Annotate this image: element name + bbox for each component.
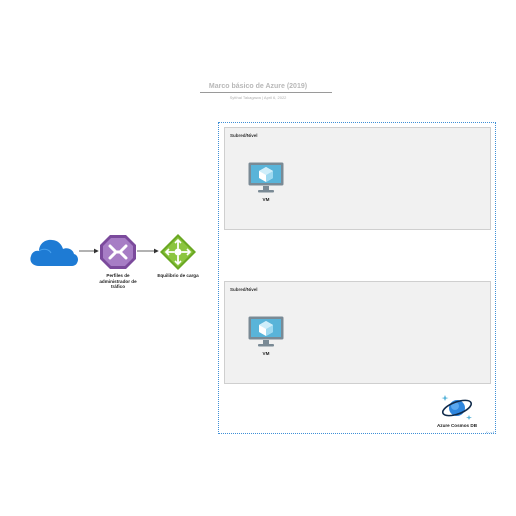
traffic-manager-label: Perfiles de administrador de tráfico <box>88 273 148 290</box>
vnet-icon: ‹···› <box>486 430 495 436</box>
load-balancer-icon <box>160 234 196 270</box>
label-line: administrador de <box>99 278 137 284</box>
title-divider <box>200 92 332 93</box>
subnet-label: Subred/Nivel <box>230 287 258 292</box>
virtual-network-boundary <box>218 122 496 434</box>
vm-icon <box>248 162 284 193</box>
vm-icon <box>248 316 284 347</box>
subnet-label: Subred/Nivel <box>230 133 258 138</box>
diagram-title: Marco básico de Azure (2019) <box>208 83 308 90</box>
cosmos-db-icon <box>441 395 473 420</box>
label-line: tráfico <box>110 284 126 289</box>
load-balancer-label: Equilibrio de carga <box>157 273 199 278</box>
cloud-icon <box>30 239 78 266</box>
cosmos-db-label: Azure Cosmos DB <box>436 423 478 428</box>
label-line: Perfiles de <box>106 273 130 278</box>
traffic-manager-icon <box>100 235 136 269</box>
diagram-subtitle: Sytthal Takagawa | April 6, 2022 <box>229 95 287 100</box>
vm-label: VM <box>262 197 270 202</box>
vm-label: VM <box>262 351 270 356</box>
